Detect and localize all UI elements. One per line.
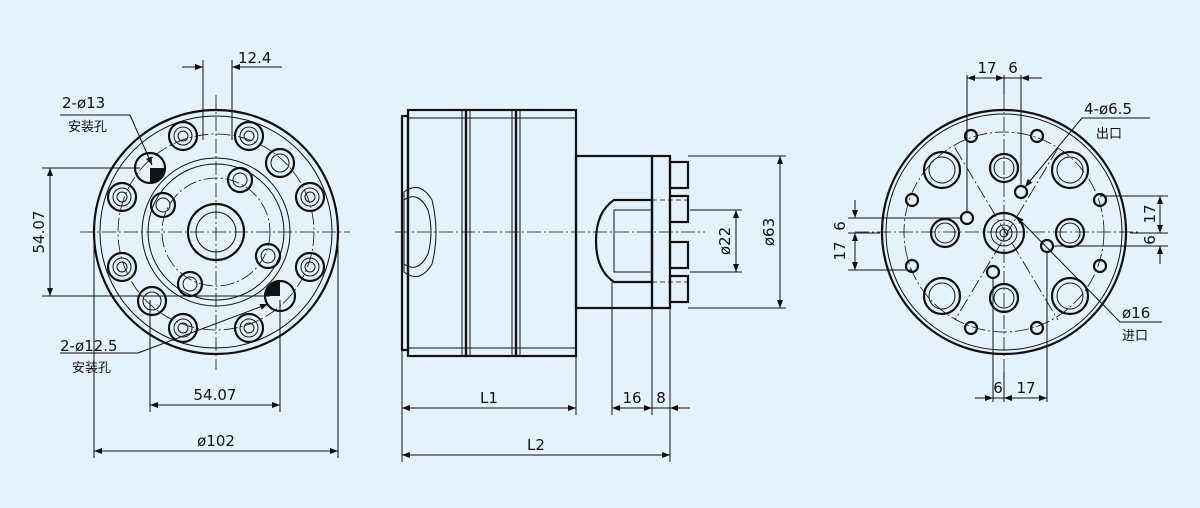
mount-hole-upper-label: 安装孔 bbox=[68, 120, 107, 135]
front-rotor-inner bbox=[147, 163, 285, 301]
dim-left-17: 17 bbox=[831, 241, 849, 260]
side-section-3 bbox=[514, 108, 578, 358]
dim-bottom-17: 17 bbox=[1016, 379, 1035, 397]
front-shaft-bore bbox=[186, 202, 246, 262]
front-outer-chamfer bbox=[99, 115, 333, 349]
rear-ports bbox=[929, 152, 1086, 314]
side-section-1 bbox=[406, 108, 468, 358]
rear-center-hub bbox=[982, 211, 1026, 255]
mount-hole-lower-spec: 2-ø12.5 bbox=[60, 337, 118, 355]
front-view: 12.4 2-ø13 安装孔 54.07 2-ø12.5 安装孔 54.07 ø… bbox=[30, 49, 350, 458]
rear-outer-chamfer bbox=[885, 113, 1123, 351]
side-shaft-hatch bbox=[594, 198, 654, 284]
rear-outer-circle bbox=[880, 108, 1128, 356]
mount-hole-upper-spec: 2-ø13 bbox=[62, 94, 105, 112]
dim-top-17: 17 bbox=[977, 59, 996, 77]
outlet-spec: 4-ø6.5 bbox=[1084, 100, 1132, 118]
rear-bolt-circle bbox=[903, 131, 1105, 333]
front-pitch-circle bbox=[161, 177, 271, 287]
dim-top-offset: 12.4 bbox=[238, 49, 271, 67]
dim-top-6: 6 bbox=[1008, 59, 1018, 77]
dim-8: 8 bbox=[656, 389, 666, 407]
side-section-2 bbox=[464, 108, 518, 358]
dim-bottom-6: 6 bbox=[993, 379, 1003, 397]
outlet-label: 出口 bbox=[1096, 127, 1122, 142]
dim-right-6: 6 bbox=[1141, 235, 1159, 245]
dim-l1: L1 bbox=[480, 389, 498, 407]
dim-body-diameter: ø63 bbox=[760, 218, 778, 246]
end-bolt-2 bbox=[668, 194, 690, 224]
dim-outer-diameter: ø102 bbox=[197, 432, 235, 450]
inlet-spec: ø16 bbox=[1122, 304, 1150, 322]
front-bolt-circle bbox=[117, 133, 315, 331]
dim-horizontal: 54.07 bbox=[194, 386, 237, 404]
rear-bolt-holes bbox=[904, 128, 1108, 336]
end-bolt-3 bbox=[668, 240, 690, 270]
dim-left-6: 6 bbox=[831, 221, 849, 231]
side-view: ø22 ø63 L1 16 8 L2 bbox=[395, 108, 786, 462]
dim-l2: L2 bbox=[527, 436, 545, 454]
end-bolt-1 bbox=[668, 160, 690, 190]
dim-shaft-diameter: ø22 bbox=[716, 227, 734, 255]
front-rotor-ring bbox=[141, 157, 291, 307]
dim-vertical: 54.07 bbox=[30, 211, 48, 254]
side-cutaway-hatch bbox=[403, 187, 437, 277]
dim-right-17: 17 bbox=[1141, 204, 1159, 223]
rear-center-bore bbox=[990, 219, 1018, 247]
rear-view: 17 6 4-ø6.5 出口 17 6 17 6 6 17 bbox=[831, 59, 1168, 402]
dim-16: 16 bbox=[622, 389, 641, 407]
inlet-label: 进口 bbox=[1122, 329, 1148, 344]
front-bolts bbox=[106, 120, 326, 344]
end-bolt-4 bbox=[668, 274, 690, 304]
front-shaft bbox=[195, 211, 237, 253]
front-inner-bolts bbox=[149, 166, 282, 298]
rear-large-ports bbox=[922, 150, 1090, 316]
mount-hole-lower-label: 安装孔 bbox=[72, 361, 111, 376]
